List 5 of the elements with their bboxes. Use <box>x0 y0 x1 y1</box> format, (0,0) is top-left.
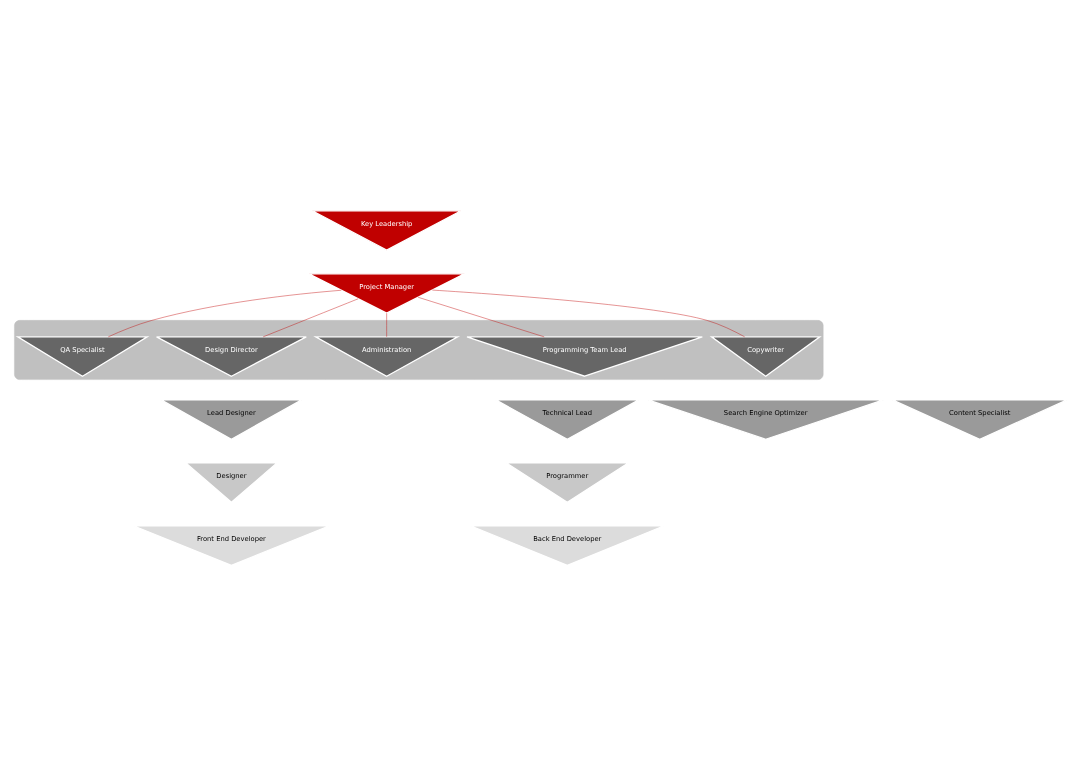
connector <box>108 290 342 338</box>
connector <box>262 298 359 338</box>
connector <box>432 289 745 338</box>
connector <box>386 313 387 337</box>
connector <box>417 297 545 338</box>
